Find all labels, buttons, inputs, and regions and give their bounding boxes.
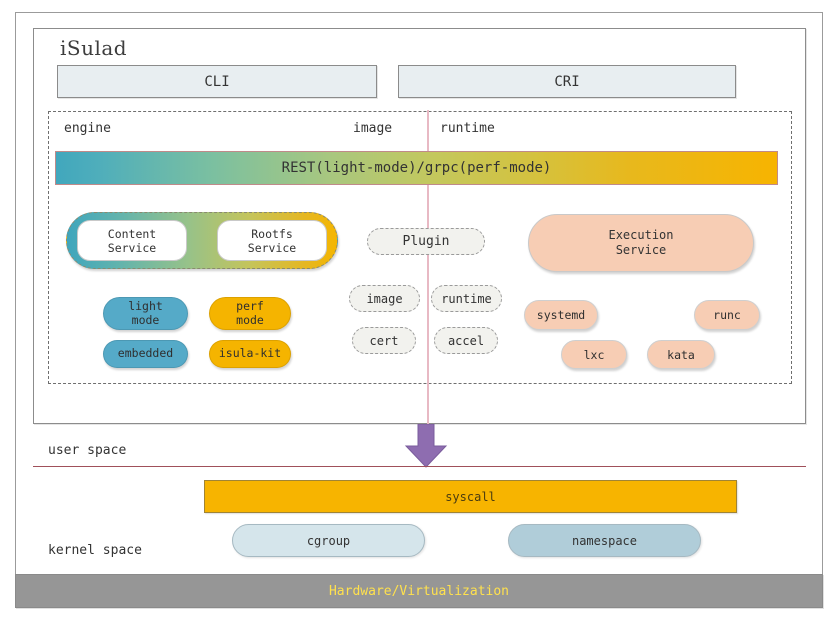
engine-dashed-region (48, 111, 792, 384)
runtime-pill-kata-label: kata (667, 347, 695, 362)
syscall-label: syscall (445, 489, 496, 504)
column-label-engine: engine (64, 121, 111, 136)
plugin-label: Plugin (402, 234, 450, 249)
content-service-box[interactable]: Content Service (77, 220, 187, 261)
plugin-item-image[interactable]: image (349, 285, 420, 312)
plugin-item-accel-label: accel (447, 333, 485, 348)
engine-mode-embedded-label: embedded (117, 346, 174, 361)
kernel-boundary-divider (33, 466, 806, 467)
vertical-divider-line (427, 110, 429, 427)
runtime-pill-lxc-label: lxc (583, 347, 605, 362)
plugin-item-accel[interactable]: accel (434, 327, 498, 354)
hardware-virtualization-label: Hardware/Virtualization (328, 583, 509, 599)
rootfs-service-label-line2: Service (247, 240, 297, 255)
column-label-image: image (353, 121, 393, 136)
kernel-pill-cgroup-label: cgroup (306, 533, 351, 548)
interface-box-cri[interactable]: CRI (398, 65, 736, 98)
syscall-bar: syscall (204, 480, 737, 513)
plugin-item-image-label: image (366, 291, 403, 306)
syscall-down-arrow-icon (404, 424, 448, 468)
kernel-pill-cgroup[interactable]: cgroup (232, 524, 425, 557)
execution-service-box[interactable]: Execution Service (528, 214, 754, 272)
interface-label-cli: CLI (204, 73, 230, 90)
runtime-pill-lxc[interactable]: lxc (561, 340, 627, 369)
engine-mode-perf-line2: mode (236, 312, 264, 327)
interface-box-cli[interactable]: CLI (57, 65, 377, 98)
services-gradient-pill: Content Service Rootfs Service (66, 212, 338, 269)
rest-grpc-label: REST(light-mode)/grpc(perf-mode) (281, 160, 552, 176)
engine-mode-light[interactable]: light mode (103, 297, 188, 330)
engine-mode-light-line2: mode (131, 312, 160, 327)
plugin-item-runtime[interactable]: runtime (431, 285, 502, 312)
engine-mode-light-line1: light (128, 299, 163, 313)
rootfs-service-label-line1: Rootfs (251, 226, 293, 241)
execution-service-label-line2: Service (615, 243, 667, 257)
content-service-label-line2: Service (107, 240, 157, 255)
engine-mode-perf-line1: perf (236, 299, 264, 313)
rest-grpc-bar: REST(light-mode)/grpc(perf-mode) (55, 151, 778, 185)
runtime-pill-runc[interactable]: runc (694, 300, 760, 330)
label-user-space: user space (48, 443, 127, 458)
engine-mode-perf[interactable]: perf mode (209, 297, 291, 330)
plugin-pill[interactable]: Plugin (367, 228, 485, 255)
kernel-pill-namespace[interactable]: namespace (508, 524, 701, 557)
plugin-item-cert-label: cert (369, 333, 399, 348)
engine-mode-embedded[interactable]: embedded (103, 340, 188, 368)
runtime-pill-systemd[interactable]: systemd (524, 300, 598, 330)
label-kernel-space: kernel space (48, 543, 142, 558)
interface-label-cri: CRI (554, 73, 580, 90)
runtime-pill-kata[interactable]: kata (647, 340, 715, 369)
kernel-pill-namespace-label: namespace (571, 533, 638, 548)
column-label-runtime: runtime (440, 121, 495, 136)
runtime-pill-systemd-label: systemd (536, 308, 586, 322)
engine-mode-isula-kit[interactable]: isula-kit (209, 340, 291, 368)
plugin-item-runtime-label: runtime (441, 291, 492, 306)
execution-service-label-line1: Execution (608, 228, 674, 242)
hardware-virtualization-bar: Hardware/Virtualization (15, 574, 823, 608)
plugin-item-cert[interactable]: cert (352, 327, 416, 354)
content-service-label-line1: Content (107, 226, 157, 241)
page-title: iSulad (60, 36, 128, 60)
rootfs-service-box[interactable]: Rootfs Service (217, 220, 327, 261)
runtime-pill-runc-label: runc (713, 308, 741, 322)
engine-mode-isula-kit-label: isula-kit (218, 346, 282, 361)
